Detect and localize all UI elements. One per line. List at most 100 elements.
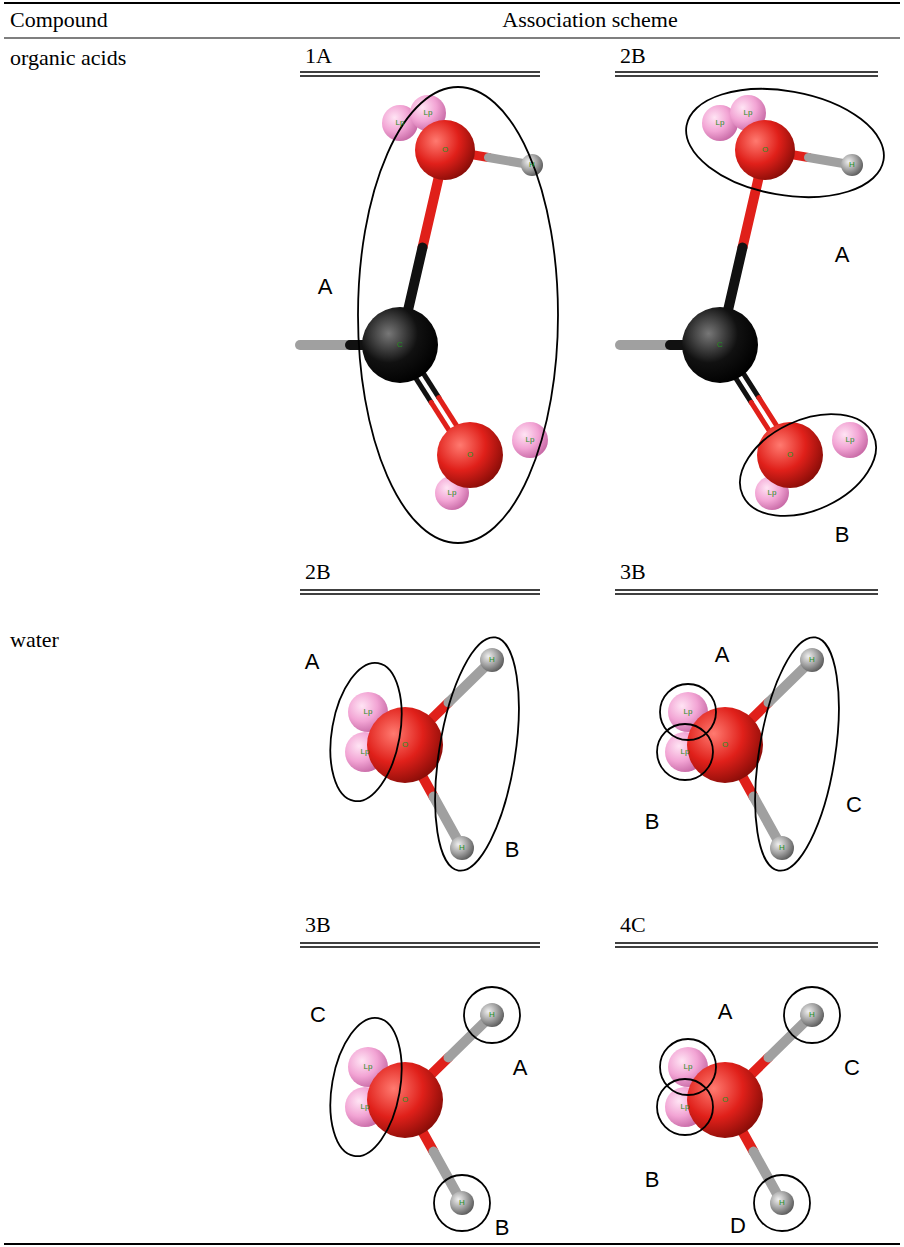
- table-rule: [615, 942, 878, 943]
- atom-sphere: [841, 154, 863, 176]
- atom-label: Lp: [684, 708, 693, 717]
- atom-sphere: [770, 1191, 794, 1215]
- atom-label: O: [762, 146, 768, 155]
- site-label: B: [505, 838, 520, 862]
- atom-sphere: [687, 1062, 763, 1138]
- atom-sphere: [415, 120, 475, 180]
- site-outline: [657, 1079, 713, 1135]
- scheme-title: 4C: [620, 913, 646, 937]
- atom-label: Lp: [684, 1063, 693, 1072]
- site-label: C: [844, 1056, 860, 1080]
- site-outline: [741, 632, 853, 877]
- atom-label: H: [809, 1011, 815, 1020]
- atom-label: Lp: [364, 708, 373, 717]
- table-rule: [300, 75, 540, 76]
- atom-label: Lp: [424, 109, 433, 118]
- atom-label: O: [722, 741, 728, 750]
- table-rule: [300, 589, 540, 590]
- atom-label: Lp: [846, 436, 855, 445]
- site-label: D: [730, 1214, 746, 1238]
- row-label: organic acids: [10, 46, 126, 70]
- atom-sphere: [480, 1003, 504, 1027]
- atom-label: O: [442, 146, 448, 155]
- atom-label: Lp: [364, 1063, 373, 1072]
- site-label: A: [305, 650, 320, 674]
- site-outline: [660, 684, 716, 740]
- atom-label: Lp: [448, 489, 457, 498]
- site-label: C: [310, 1003, 326, 1027]
- water-molecule: [665, 648, 824, 860]
- table-rule: [615, 589, 878, 590]
- scheme-title: 3B: [305, 913, 331, 937]
- atom-label: C: [397, 341, 403, 350]
- atom-sphere: [682, 307, 758, 383]
- atom-label: O: [787, 451, 793, 460]
- site-outline: [320, 657, 411, 807]
- scheme-title: 3B: [620, 560, 646, 584]
- site-label: B: [645, 1168, 660, 1192]
- atom-label: H: [529, 161, 535, 170]
- atom-sphere: [757, 422, 823, 488]
- table-rule: [4, 2, 900, 4]
- atom-label: H: [489, 1011, 495, 1020]
- water-molecule: [345, 648, 504, 860]
- acid-molecule: [620, 95, 868, 510]
- atom-label: H: [489, 656, 495, 665]
- atom-label: Lp: [681, 1103, 690, 1112]
- table-rule: [4, 1243, 900, 1245]
- atom-sphere: [735, 120, 795, 180]
- row-label: water: [10, 628, 59, 652]
- site-label: B: [495, 1216, 510, 1240]
- table-rule: [300, 942, 540, 943]
- atom-label: Lp: [361, 1103, 370, 1112]
- atom-label: O: [467, 451, 473, 460]
- atom-label: O: [402, 741, 408, 750]
- water-molecule: [345, 1003, 504, 1215]
- atom-sphere: [450, 1191, 474, 1215]
- site-label: A: [718, 1000, 733, 1024]
- site-outline: [784, 987, 840, 1043]
- site-label: A: [318, 275, 333, 299]
- column-header: Compound: [10, 8, 108, 32]
- atom-label: Lp: [768, 489, 777, 498]
- atom-sphere: [367, 1062, 443, 1138]
- atom-label: Lp: [681, 748, 690, 757]
- atom-label: C: [717, 341, 723, 350]
- scheme-title: 1A: [305, 44, 332, 68]
- scheme-title: 2B: [305, 560, 331, 584]
- atom-label: Lp: [744, 109, 753, 118]
- atom-label: O: [402, 1096, 408, 1105]
- table-rule: [300, 593, 540, 594]
- site-label: B: [645, 810, 660, 834]
- site-outline: [724, 394, 893, 536]
- site-label: A: [715, 643, 730, 667]
- atom-label: H: [809, 656, 815, 665]
- site-outline: [434, 1175, 490, 1231]
- table-rule: [4, 37, 900, 38]
- acid-molecule: [300, 95, 548, 510]
- site-outline: [358, 87, 558, 543]
- site-outline: [421, 632, 533, 877]
- atom-label: O: [722, 1096, 728, 1105]
- atom-sphere: [437, 422, 503, 488]
- atom-sphere: [512, 422, 548, 458]
- table-rule: [615, 946, 878, 947]
- atom-sphere: [832, 422, 868, 458]
- atom-label: H: [459, 844, 465, 853]
- table-rule: [615, 75, 878, 76]
- site-label: A: [513, 1056, 528, 1080]
- site-label: A: [835, 243, 850, 267]
- table-rule: [300, 946, 540, 947]
- water-molecule: [665, 1003, 824, 1215]
- site-outline: [657, 724, 713, 780]
- atom-label: H: [849, 161, 855, 170]
- atom-label: Lp: [526, 436, 535, 445]
- atom-label: H: [779, 1199, 785, 1208]
- site-outline: [754, 1175, 810, 1231]
- atom-sphere: [450, 836, 474, 860]
- scheme-title: 2B: [620, 44, 646, 68]
- site-label: B: [835, 523, 850, 547]
- atom-label: Lp: [361, 748, 370, 757]
- table-rule: [615, 593, 878, 594]
